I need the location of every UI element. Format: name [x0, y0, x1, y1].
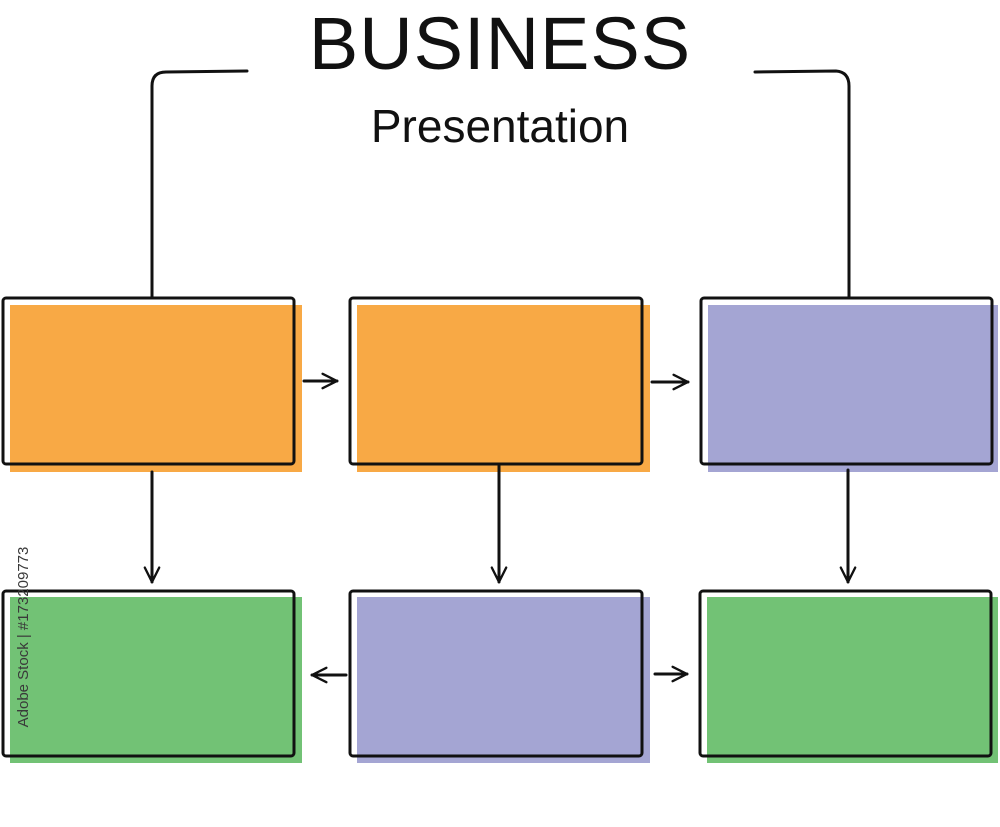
stock-watermark: Adobe Stock | #173209773	[15, 546, 32, 728]
title-bracket-right	[753, 69, 851, 300]
box-outline	[699, 296, 994, 466]
box-fill	[357, 597, 650, 763]
box-fill	[707, 597, 998, 763]
box-outline	[1, 296, 296, 466]
box-outline	[698, 589, 993, 758]
box-outline	[1, 589, 296, 758]
box-outline	[348, 589, 644, 758]
box-bottom-right	[698, 589, 998, 763]
box-fill	[708, 305, 998, 472]
box-bottom-middle	[348, 589, 650, 763]
box-fill	[10, 597, 302, 763]
box-bottom-left	[1, 589, 302, 763]
box-top-left	[1, 296, 302, 472]
diagram-subtitle: Presentation	[370, 100, 630, 152]
box-top-right	[699, 296, 998, 472]
box-fill	[357, 305, 650, 472]
diagram-title: BUSINESS	[308, 2, 692, 85]
flowchart	[1, 69, 998, 763]
title-bracket-left	[150, 69, 249, 300]
box-top-middle	[348, 296, 650, 472]
box-outline	[348, 296, 644, 466]
box-fill	[10, 305, 302, 472]
